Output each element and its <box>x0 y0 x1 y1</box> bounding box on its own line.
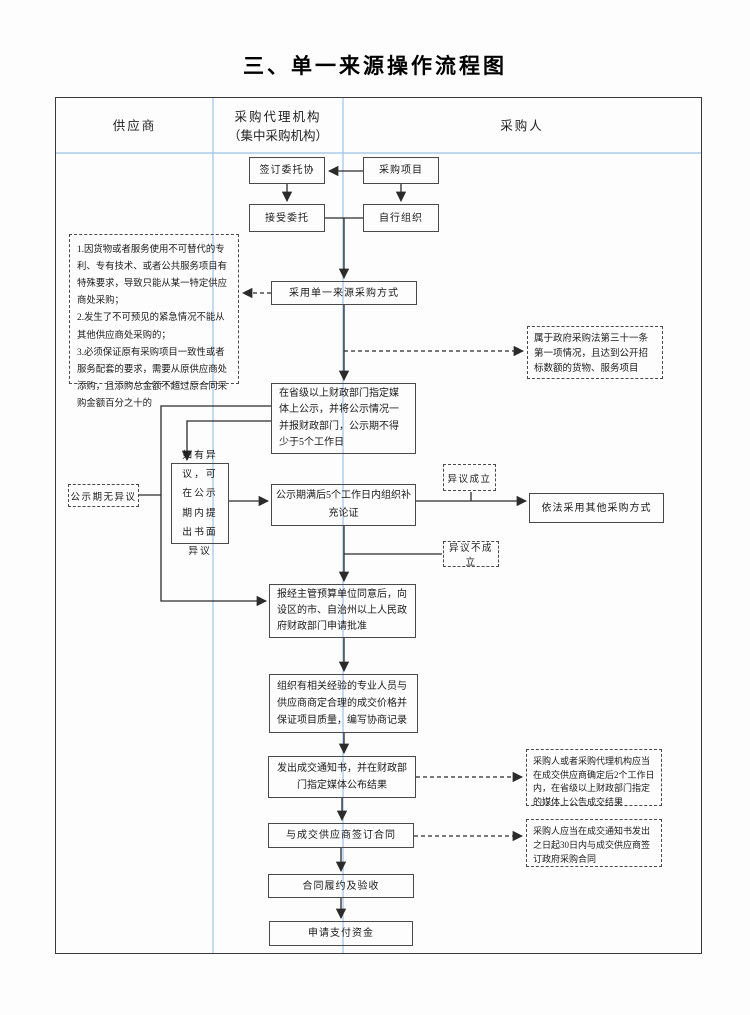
node-approval: 报经主管预算单位同意后，向设区的市、自治州以上人民政府财政部门申请批准 <box>269 584 416 638</box>
node-other-method: 依法采用其他采购方式 <box>529 493 664 523</box>
lane-agency-subname: （集中采购机构） <box>227 129 328 143</box>
page-title: 三、单一来源操作流程图 <box>243 54 507 78</box>
reason-2: 2.发生了不可预见的紧急情况不能从其他供应商处采购的； <box>77 313 225 341</box>
tag-no-objection: 公示期无异议 <box>68 484 139 507</box>
node-sign-contract: 与成交供应商签订合同 <box>268 823 414 848</box>
node-project: 采购项目 <box>363 157 439 184</box>
node-notice: 发出成交通知书，并在财政部门指定媒体公布结果 <box>268 756 416 798</box>
solid-connectors <box>139 165 528 920</box>
note-announce-result: 采购人或者采购代理机构应当在成交供应商确定后2个工作日内，在省级以上财政部门指定… <box>526 749 662 807</box>
node-self-organize: 自行组织 <box>363 204 439 232</box>
node-payment: 申请支付资金 <box>269 921 413 946</box>
node-accept: 接受委托 <box>249 204 325 232</box>
node-publicize: 在省级以上财政部门指定媒体上公示，并将公示情况一并报财政部门，公示期不得少于5个… <box>271 383 416 454</box>
reason-3: 3.必须保证原有采购项目一致性或者服务配套的要求，需要从原供应商处添购，且添购总… <box>77 347 228 409</box>
arrow-publicize-to-objection <box>181 420 271 462</box>
reason-1: 1.因货物或者服务使用不可替代的专利、专有技术、或者公共服务项目有特殊要求，导致… <box>77 245 228 307</box>
node-sign-agreement: 签订委托协 <box>249 157 325 184</box>
note-single-source-reasons: 1.因货物或者服务使用不可替代的专利、专有技术、或者公共服务项目有特殊要求，导致… <box>69 234 239 409</box>
node-single-source: 采用单一来源采购方式 <box>271 281 417 305</box>
lane-agency: 采购代理机构 （集中采购机构） <box>213 106 343 144</box>
flowchart: 供应商 采购代理机构 （集中采购机构） 采购人 签订委托协 采购项目 接受委托 … <box>55 97 702 954</box>
note-contract-deadline: 采购人应当在成交通知书发出之日起30日内与成交供应商签订政府采购合同 <box>526 819 662 867</box>
lane-agency-name: 采购代理机构 <box>234 110 322 124</box>
note-law-scope: 属于政府采购法第三十一条第一项情况，且达到公开招标数额的货物、服务项目 <box>527 326 663 379</box>
node-negotiate: 组织有相关经验的专业人员与供应商商定合理的成交价格并保证项目质量，编写协商记录 <box>269 674 418 733</box>
arrow-no-objection-path-to-approval <box>160 405 271 607</box>
lane-supplier: 供应商 <box>112 119 157 133</box>
node-objection: 如有异议，可在公示期内提出书面异议 <box>171 450 229 557</box>
tag-objection-valid: 异议成立 <box>443 464 496 491</box>
node-fulfill: 合同履约及验收 <box>268 874 414 898</box>
tag-objection-invalid: 异议不成立 <box>443 541 499 568</box>
node-supplement: 公示期满后5个工作日内组织补充论证 <box>271 484 416 526</box>
lane-purchaser: 采购人 <box>500 119 544 133</box>
flow-connectors <box>56 98 701 953</box>
dashed-connectors <box>241 287 525 842</box>
